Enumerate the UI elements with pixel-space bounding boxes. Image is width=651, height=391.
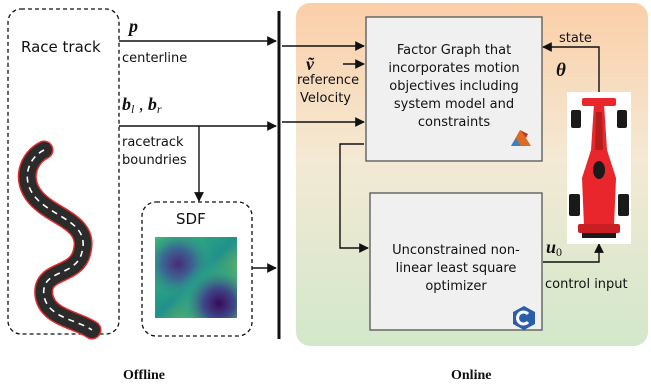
c-language-icon bbox=[513, 306, 535, 330]
offline-label: Offline bbox=[123, 368, 165, 383]
control-subscript: 0 bbox=[556, 245, 563, 259]
sdf-label: SDF bbox=[176, 210, 206, 228]
factor-graph-box bbox=[365, 16, 543, 162]
state-label: state bbox=[559, 31, 592, 46]
control-symbol: u0 bbox=[546, 238, 562, 258]
race-track-label: Race track bbox=[21, 38, 101, 56]
boundary-left-subscript: l bbox=[131, 102, 135, 116]
sdf-box bbox=[141, 201, 253, 337]
velocity-label-line2: Velocity bbox=[300, 91, 351, 106]
boundary-label-line1: racetrack bbox=[122, 135, 184, 150]
velocity-label-line1: reference bbox=[297, 73, 360, 88]
matlab-icon bbox=[511, 130, 531, 146]
velocity-symbol: ṽ bbox=[306, 54, 314, 74]
centerline-label: centerline bbox=[122, 51, 188, 66]
sdf-heatmap bbox=[155, 237, 237, 318]
boundary-symbols: bl , br bbox=[122, 95, 162, 115]
race-track-icon bbox=[17, 140, 102, 340]
control-input-arrow bbox=[543, 243, 604, 263]
online-label: Online bbox=[451, 368, 492, 383]
boundary-label-line2: boundries bbox=[122, 153, 187, 168]
boundary-right-subscript: r bbox=[156, 102, 162, 116]
state-feedback-arrow bbox=[542, 42, 600, 92]
state-symbol: θ bbox=[556, 60, 566, 81]
control-input-label: control input bbox=[545, 277, 628, 292]
optimizer-box bbox=[369, 192, 543, 331]
factor-graph-text: Factor Graph that incorporates motion ob… bbox=[388, 43, 520, 130]
race-car-icon bbox=[567, 92, 631, 244]
boundary-right-symbol: b bbox=[147, 94, 157, 114]
centerline-symbol: p bbox=[129, 16, 138, 36]
boundary-left-symbol: b bbox=[122, 94, 131, 114]
race-track-box bbox=[7, 8, 120, 335]
optimizer-text: Unconstrained non-linear least square op… bbox=[392, 243, 520, 294]
control-symbol-main: u bbox=[546, 237, 557, 257]
factor-to-optimizer-arrow bbox=[339, 143, 369, 253]
boundary-separator: , bbox=[138, 94, 144, 114]
